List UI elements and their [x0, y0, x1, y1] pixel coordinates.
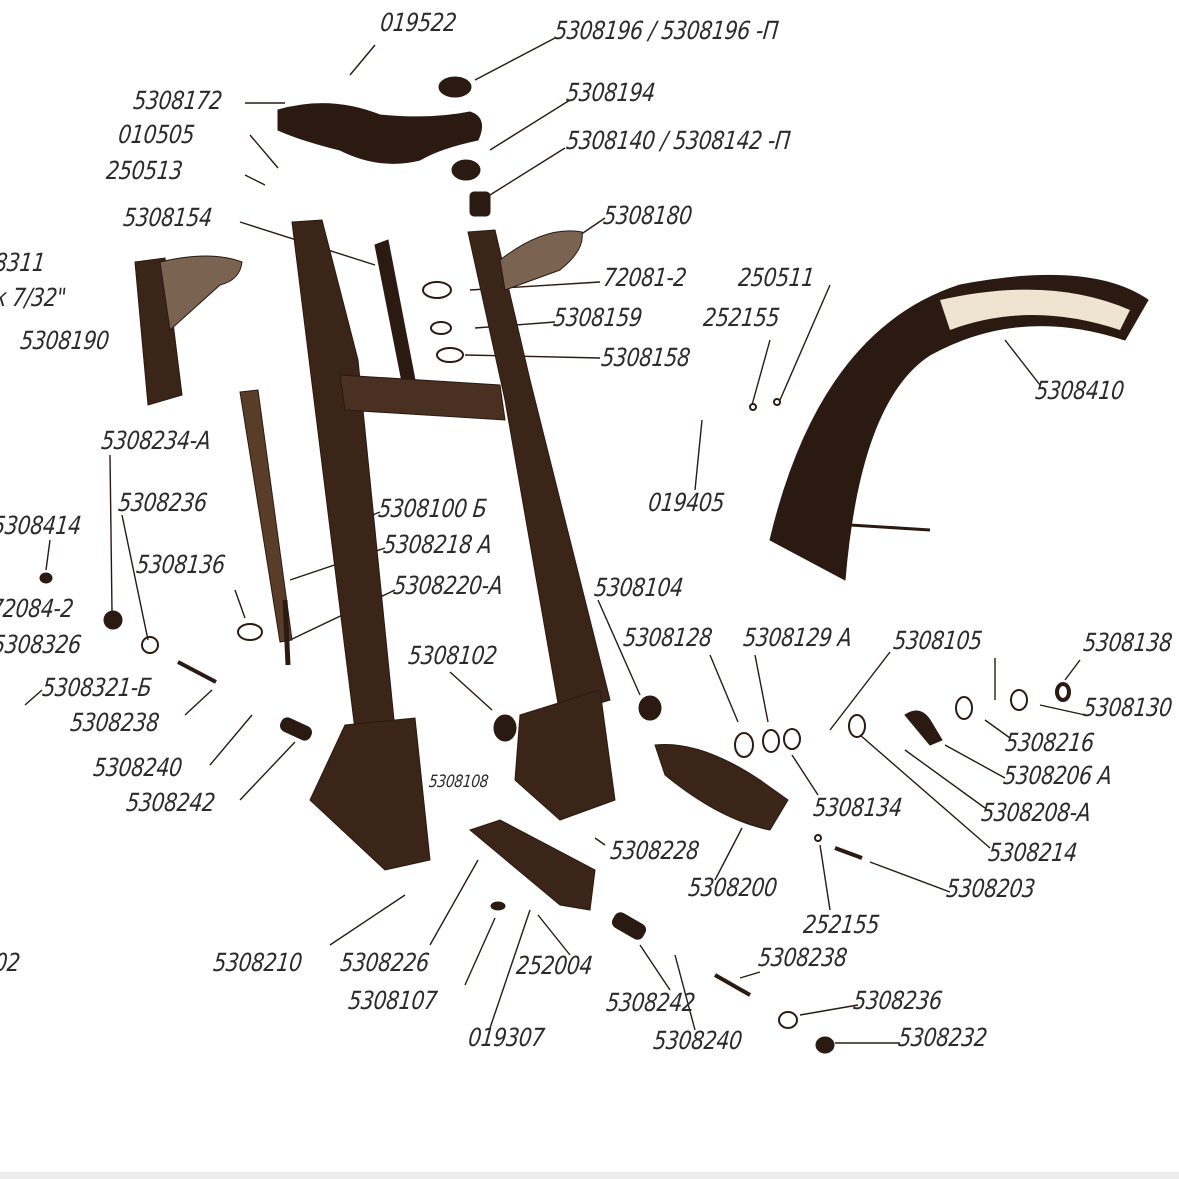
- part-label: 5308194: [564, 78, 657, 107]
- part-label: 019307: [466, 1023, 546, 1052]
- part-label: 02: [0, 948, 22, 977]
- part-label: 5308108: [427, 772, 490, 792]
- part-label: 5308129 А: [741, 623, 854, 652]
- part-label: 252004: [514, 951, 594, 980]
- part-label: 5308238: [68, 708, 161, 737]
- part-label: 5308128: [621, 623, 714, 652]
- part-label: 019522: [378, 8, 458, 37]
- part-label: 5308180: [601, 201, 694, 230]
- part-label: к 7/32": [0, 283, 68, 312]
- part-label: 5308107: [346, 986, 439, 1015]
- part-label: 5308236: [851, 986, 944, 1015]
- part-label: 5308242: [604, 988, 697, 1017]
- part-label: 5308104: [592, 573, 685, 602]
- part-label: 252155: [801, 910, 881, 939]
- part-label: 5308240: [651, 1026, 744, 1055]
- washers: [141, 281, 1071, 1029]
- part-label: 5308228: [608, 836, 701, 865]
- part-label: 5308203: [944, 874, 1037, 903]
- parts: [39, 76, 1149, 1054]
- bottom-strip: [0, 1172, 1179, 1179]
- part-label: 72081-2: [601, 263, 688, 292]
- part-label: 5308200: [686, 873, 779, 902]
- part-label: 8311: [0, 248, 47, 277]
- part-label: 5308410: [1033, 376, 1126, 405]
- part-label: 5308208-А: [979, 798, 1093, 827]
- part-label: 250511: [736, 263, 816, 292]
- part-label: 5308210: [211, 948, 304, 977]
- part-label: 5308220-А: [391, 571, 505, 600]
- part-label: 5308321-Б: [40, 673, 154, 702]
- part-label: 5308158: [599, 343, 692, 372]
- part-label: 250513: [104, 156, 184, 185]
- part-label: 5308218 А: [381, 530, 494, 559]
- part-label: 5308105: [891, 626, 984, 655]
- part-label: 5308216: [1003, 728, 1096, 757]
- part-label: 5308414: [0, 511, 83, 540]
- part-label: 72084-2: [0, 594, 75, 623]
- part-label: 5308138: [1081, 628, 1174, 657]
- part-label: 5308140 / 5308142 -П: [564, 126, 792, 155]
- part-label: 5308232: [896, 1023, 989, 1052]
- part-label: 5308226: [338, 948, 431, 977]
- part-label: 5308159: [551, 303, 644, 332]
- part-label: 252155: [701, 303, 781, 332]
- part-label: 5308236: [116, 488, 209, 517]
- part-label: 5308154: [121, 203, 214, 232]
- part-label: 5308326: [0, 630, 83, 659]
- part-label: 5308100 Б: [376, 494, 489, 523]
- part-label: 5308206 А: [1001, 761, 1114, 790]
- part-label: 5308238: [756, 943, 849, 972]
- part-label: 5308214: [986, 838, 1079, 867]
- part-label: 010505: [116, 120, 196, 149]
- part-label: 5308234-А: [99, 426, 213, 455]
- leader-lines: [24, 37, 1086, 1044]
- part-label: 5308242: [124, 788, 217, 817]
- part-label: 5308102: [406, 641, 499, 670]
- part-label: 5308136: [134, 550, 227, 579]
- part-label: 5308240: [91, 753, 184, 782]
- part-label: 5308196 / 5308196 -П: [552, 16, 780, 45]
- part-label: 5308172: [131, 86, 224, 115]
- part-label: 5308134: [811, 793, 904, 822]
- part-label: 019405: [646, 488, 726, 517]
- part-label: 5308130: [1081, 693, 1174, 722]
- part-label: 5308190: [18, 326, 111, 355]
